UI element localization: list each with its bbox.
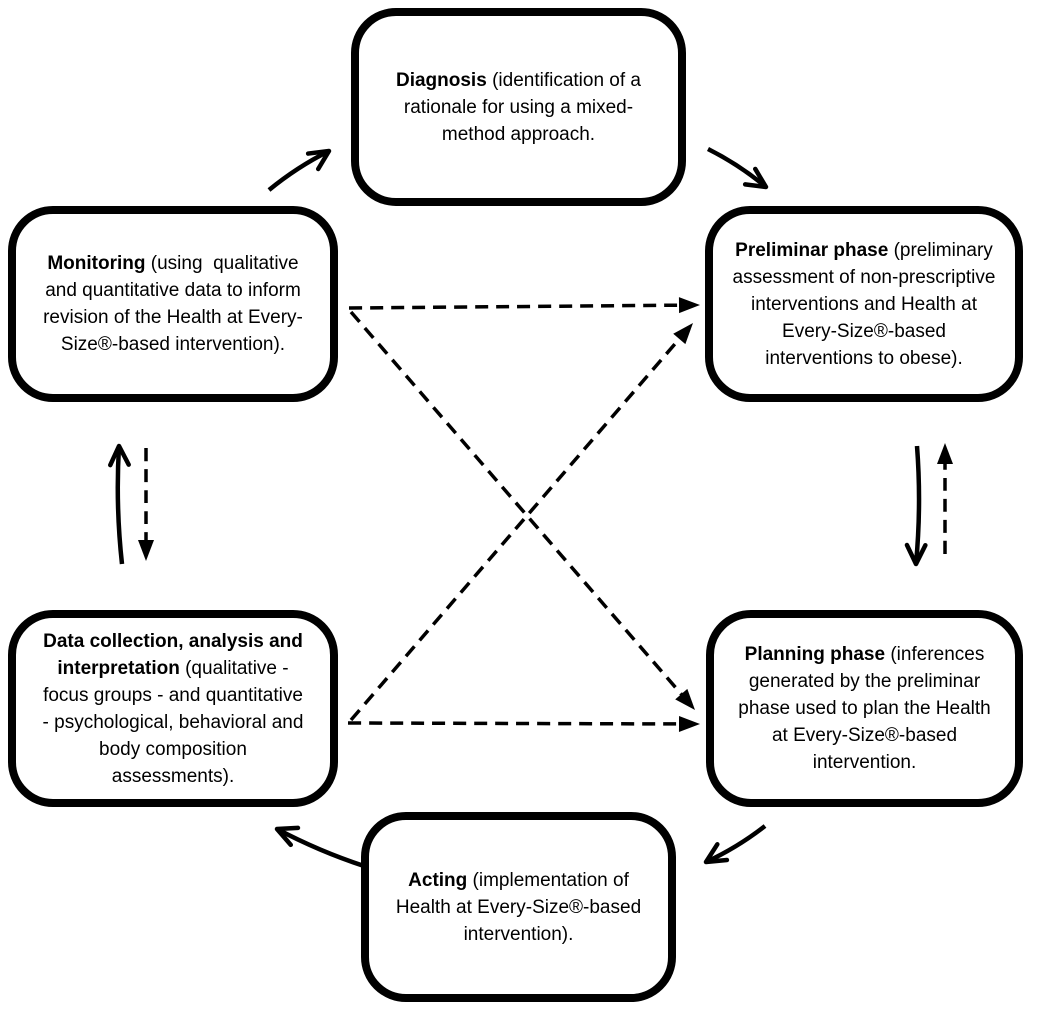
node-planning-phase-text: Planning phase (inferences generated by …: [738, 641, 990, 776]
node-planning-phase-desc: (inferences generated by the preliminar …: [738, 644, 991, 773]
node-monitoring: Monitoring (using qualitative and quanti…: [8, 206, 338, 402]
arrowhead-planning-to-preliminar: [937, 443, 953, 464]
arrow-data_collection-to-planning: [347, 721, 688, 726]
arrow-monitoring-to-preliminar: [348, 303, 688, 310]
node-acting-desc: (implementation of Health at Every-Size®…: [395, 869, 642, 945]
node-data-collection-text: Data collection, analysis and interpreta…: [43, 628, 304, 790]
arrow-data_collection-to-preliminar: [349, 331, 686, 722]
arrowhead-data_collection-to-preliminar: [673, 323, 693, 345]
arrowhead-data_collection-to-planning: [678, 715, 700, 732]
arrow-monitoring-to-diagnosis: [267, 148, 331, 192]
arrow-monitoring-to-planning: [349, 310, 688, 702]
node-diagnosis: Diagnosis (identification of a rationale…: [351, 8, 686, 206]
arrowhead-monitoring-to-planning: [675, 688, 695, 710]
arrowhead-planning-to-acting: [703, 842, 730, 865]
node-preliminar-phase: Preliminar phase (preliminary assessment…: [705, 206, 1023, 402]
node-preliminar-phase-text: Preliminar phase (preliminary assessment…: [733, 237, 996, 372]
node-diagnosis-title: Diagnosis: [395, 69, 487, 91]
node-data-collection-desc: (qualitative - focus groups - and quanti…: [42, 657, 304, 787]
arrow-data_collection-to-monitoring: [115, 445, 125, 565]
node-monitoring-desc: (using qualitative and quantitative data…: [43, 253, 303, 355]
arrowhead-diagnosis-to-preliminar: [742, 166, 769, 190]
node-monitoring-text: Monitoring (using qualitative and quanti…: [43, 250, 303, 358]
arrowhead-data_collection-to-monitoring: [108, 443, 131, 468]
node-acting-title: Acting: [408, 869, 468, 891]
arrowhead-monitoring-to-data_collection: [138, 540, 154, 561]
node-planning-phase: Planning phase (inferences generated by …: [706, 610, 1023, 807]
node-acting-text: Acting (implementation of Health at Ever…: [396, 867, 641, 948]
arrowhead-monitoring-to-diagnosis: [305, 148, 332, 172]
arrowhead-monitoring-to-preliminar: [678, 297, 700, 314]
node-preliminar-phase-title: Preliminar phase: [735, 239, 889, 261]
arrow-preliminar-to-planning: [913, 445, 922, 565]
node-preliminar-phase-desc: (preliminary assessment of non-prescript…: [732, 239, 996, 369]
node-planning-phase-title: Planning phase: [744, 644, 886, 665]
node-monitoring-title: Monitoring: [47, 253, 146, 274]
node-diagnosis-desc: (identification of a rationale for using…: [403, 69, 641, 145]
node-diagnosis-text: Diagnosis (identification of a rationale…: [396, 67, 641, 148]
node-data-collection: Data collection, analysis and interpreta…: [8, 610, 338, 807]
node-data-collection-title: Data collection, analysis and interpreta…: [43, 630, 303, 679]
node-acting: Acting (implementation of Health at Ever…: [361, 812, 676, 1002]
arrowhead-preliminar-to-planning: [904, 542, 928, 567]
arrowhead-acting-to-data_collection: [274, 825, 301, 848]
arrow-acting-to-data_collection: [275, 827, 365, 869]
